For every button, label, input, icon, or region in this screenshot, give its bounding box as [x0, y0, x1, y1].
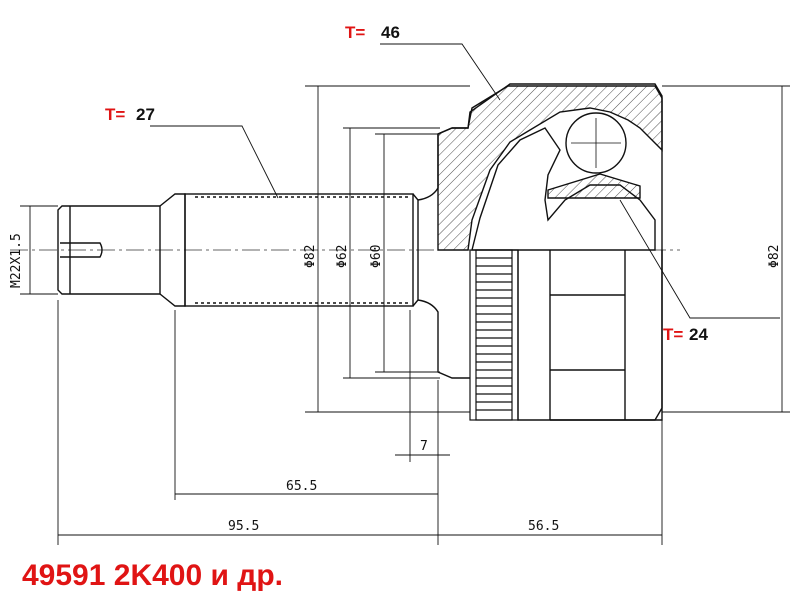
callout-t27: T= 27	[105, 105, 155, 124]
svg-text:T=: T=	[105, 105, 125, 124]
svg-text:24: 24	[689, 325, 708, 344]
abs-ring	[469, 249, 519, 421]
dim-shaft-len: 65.5	[286, 479, 317, 494]
dim-gap: 7	[420, 439, 428, 454]
callout-t24: T= 24	[663, 325, 708, 344]
dim-housing-len: 56.5	[528, 519, 559, 534]
vertical-dimension-lines	[20, 85, 790, 413]
svg-text:46: 46	[381, 23, 400, 42]
svg-text:T=: T=	[345, 23, 365, 42]
part-number: 49591 2K400 и др.	[22, 559, 283, 592]
callout-t46: T= 46	[345, 23, 400, 42]
outer-race	[517, 250, 663, 421]
dim-total-len: 95.5	[228, 519, 259, 534]
horizontal-dimension-lines	[57, 300, 663, 545]
dim-62: Φ62	[335, 245, 350, 268]
dim-housing-dia: Φ82	[767, 245, 782, 268]
dim-60: Φ60	[369, 245, 384, 268]
housing-section	[437, 85, 663, 251]
leader-lines	[150, 43, 780, 319]
svg-text:T=: T=	[663, 325, 683, 344]
svg-text:27: 27	[136, 105, 155, 124]
dim-shaft-dia: Φ82	[303, 245, 318, 268]
dim-thread: M22X1.5	[9, 233, 24, 288]
